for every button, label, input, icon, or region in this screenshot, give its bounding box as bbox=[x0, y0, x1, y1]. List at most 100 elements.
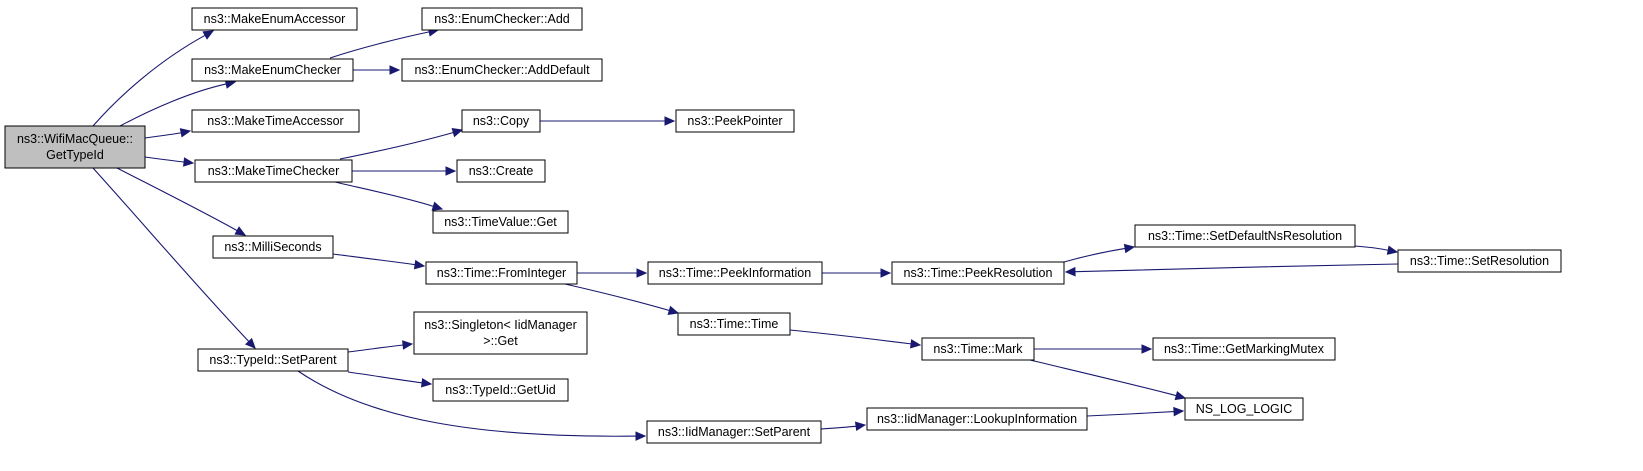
node-time-set-resolution[interactable]: ns3::Time::SetResolution bbox=[1397, 249, 1562, 273]
edge-type-id-set-parent-to-singleton-get bbox=[347, 340, 414, 353]
node-label: ns3::Time::PeekInformation bbox=[659, 266, 811, 280]
edge-make-time-checker-to-time-value-get bbox=[334, 181, 444, 211]
node-box bbox=[432, 378, 569, 402]
node-box bbox=[4, 125, 146, 169]
edge-time-set-resolution-to-time-peek-resolution bbox=[1064, 263, 1399, 277]
node-create[interactable]: ns3::Create bbox=[456, 159, 546, 183]
node-label: ns3::Time::SetResolution bbox=[1410, 254, 1549, 268]
node-box bbox=[425, 261, 578, 285]
arrowhead-icon bbox=[854, 421, 867, 431]
node-time-set-default-ns-resolution[interactable]: ns3::Time::SetDefaultNsResolution bbox=[1134, 224, 1356, 248]
node-time-time[interactable]: ns3::Time::Time bbox=[677, 312, 791, 336]
arrowhead-icon bbox=[1064, 266, 1076, 277]
node-peek-pointer[interactable]: ns3::PeekPointer bbox=[675, 109, 795, 133]
arrowhead-icon bbox=[402, 340, 414, 350]
arrowhead-icon bbox=[202, 30, 215, 40]
arrowhead-icon bbox=[880, 268, 892, 278]
node-time-mark[interactable]: ns3::Time::Mark bbox=[921, 337, 1035, 361]
node-label: ns3::Time::Mark bbox=[933, 342, 1023, 356]
node-singleton-get[interactable]: ns3::Singleton< IidManager>::Get bbox=[413, 311, 588, 355]
node-time-value-get[interactable]: ns3::TimeValue::Get bbox=[432, 210, 569, 234]
arrowhead-icon bbox=[909, 339, 922, 349]
node-root[interactable]: ns3::WifiMacQueue::GetTypeId bbox=[4, 125, 146, 169]
node-time-from-integer[interactable]: ns3::Time::FromInteger bbox=[425, 261, 578, 285]
arrowhead-icon bbox=[1174, 390, 1187, 401]
edge-copy-to-peek-pointer bbox=[539, 116, 676, 126]
call-graph-edges bbox=[92, 27, 1399, 441]
node-box bbox=[401, 58, 603, 82]
edge-time-peek-information-to-time-peek-resolution bbox=[822, 268, 892, 278]
edge-make-enum-checker-to-enum-checker-add-default bbox=[353, 65, 401, 75]
node-box bbox=[677, 312, 791, 336]
arrowhead-icon bbox=[420, 378, 433, 388]
node-label: ns3::MilliSeconds bbox=[224, 240, 321, 254]
edge-time-mark-to-time-get-marking-mutex bbox=[1034, 344, 1153, 354]
arrowhead-icon bbox=[445, 166, 457, 176]
node-label: ns3::Create bbox=[469, 164, 534, 178]
node-label: ns3::PeekPointer bbox=[687, 114, 782, 128]
arrowhead-icon bbox=[1173, 406, 1185, 417]
node-make-time-checker[interactable]: ns3::MakeTimeChecker bbox=[194, 159, 353, 183]
arrowhead-icon bbox=[1123, 243, 1136, 254]
node-box bbox=[866, 407, 1088, 431]
node-label: GetTypeId bbox=[46, 148, 104, 162]
node-label: ns3::Time::GetMarkingMutex bbox=[1164, 342, 1325, 356]
arrowhead-icon bbox=[451, 128, 464, 138]
node-box bbox=[1397, 249, 1562, 273]
node-make-time-accessor[interactable]: ns3::MakeTimeAccessor bbox=[191, 109, 360, 133]
node-box bbox=[413, 311, 588, 355]
node-copy[interactable]: ns3::Copy bbox=[461, 109, 541, 133]
node-label: ns3::Time::Time bbox=[690, 317, 779, 331]
node-time-peek-information[interactable]: ns3::Time::PeekInformation bbox=[647, 261, 823, 285]
node-ns-log-logic[interactable]: NS_LOG_LOGIC bbox=[1184, 397, 1304, 421]
edge-root-to-make-time-accessor bbox=[144, 128, 192, 139]
node-make-enum-checker[interactable]: ns3::MakeEnumChecker bbox=[191, 58, 354, 82]
node-iid-manager-lookup-information[interactable]: ns3::IidManager::LookupInformation bbox=[866, 407, 1088, 431]
node-milli-seconds[interactable]: ns3::MilliSeconds bbox=[212, 235, 334, 259]
edge-make-time-checker-to-create bbox=[351, 166, 457, 176]
node-label: ns3::TypeId::SetParent bbox=[209, 353, 337, 367]
node-make-enum-accessor[interactable]: ns3::MakeEnumAccessor bbox=[191, 7, 358, 31]
arrowhead-icon bbox=[389, 65, 401, 75]
edge-make-enum-checker-to-enum-checker-add bbox=[329, 27, 440, 59]
node-label: >::Get bbox=[483, 334, 518, 348]
node-label: ns3::Time::PeekResolution bbox=[904, 266, 1053, 280]
node-box bbox=[191, 109, 360, 133]
node-type-id-set-parent[interactable]: ns3::TypeId::SetParent bbox=[197, 348, 349, 372]
node-box bbox=[646, 420, 822, 444]
node-label: ns3::EnumChecker::AddDefault bbox=[414, 63, 590, 77]
node-time-get-marking-mutex[interactable]: ns3::Time::GetMarkingMutex bbox=[1152, 337, 1336, 361]
node-label: ns3::Copy bbox=[473, 114, 530, 128]
edge-milli-seconds-to-time-from-integer bbox=[332, 253, 426, 270]
node-box bbox=[212, 235, 334, 259]
edge-root-to-type-id-set-parent bbox=[92, 167, 256, 349]
edge-time-time-to-time-mark bbox=[789, 329, 922, 349]
node-box bbox=[647, 261, 823, 285]
node-box bbox=[197, 348, 349, 372]
edge-time-set-default-ns-resolution-to-time-set-resolution bbox=[1354, 245, 1399, 255]
node-enum-checker-add-default[interactable]: ns3::EnumChecker::AddDefault bbox=[401, 58, 603, 82]
node-label: ns3::MakeTimeAccessor bbox=[207, 114, 343, 128]
edge-type-id-set-parent-to-iid-manager-set-parent bbox=[297, 370, 647, 441]
node-label: ns3::WifiMacQueue:: bbox=[17, 132, 133, 146]
node-box bbox=[461, 109, 541, 133]
node-enum-checker-add[interactable]: ns3::EnumChecker::Add bbox=[421, 7, 583, 31]
node-box bbox=[194, 159, 353, 183]
arrowhead-icon bbox=[413, 259, 426, 270]
arrowhead-icon bbox=[664, 116, 676, 126]
node-label: ns3::TypeId::GetUid bbox=[445, 383, 556, 397]
arrowhead-icon bbox=[245, 337, 256, 349]
node-type-id-get-uid[interactable]: ns3::TypeId::GetUid bbox=[432, 378, 569, 402]
node-box bbox=[1152, 337, 1336, 361]
node-label: ns3::IidManager::LookupInformation bbox=[877, 412, 1077, 426]
edge-root-to-make-time-checker bbox=[144, 156, 195, 167]
node-time-peek-resolution[interactable]: ns3::Time::PeekResolution bbox=[891, 261, 1065, 285]
node-label: ns3::EnumChecker::Add bbox=[434, 12, 570, 26]
node-iid-manager-set-parent[interactable]: ns3::IidManager::SetParent bbox=[646, 420, 822, 444]
node-box bbox=[921, 337, 1035, 361]
node-box bbox=[421, 7, 583, 31]
arrowhead-icon bbox=[667, 305, 680, 315]
edge-type-id-set-parent-to-type-id-get-uid bbox=[347, 371, 433, 388]
arrowhead-icon bbox=[234, 226, 247, 236]
node-label: ns3::Time::FromInteger bbox=[437, 266, 566, 280]
